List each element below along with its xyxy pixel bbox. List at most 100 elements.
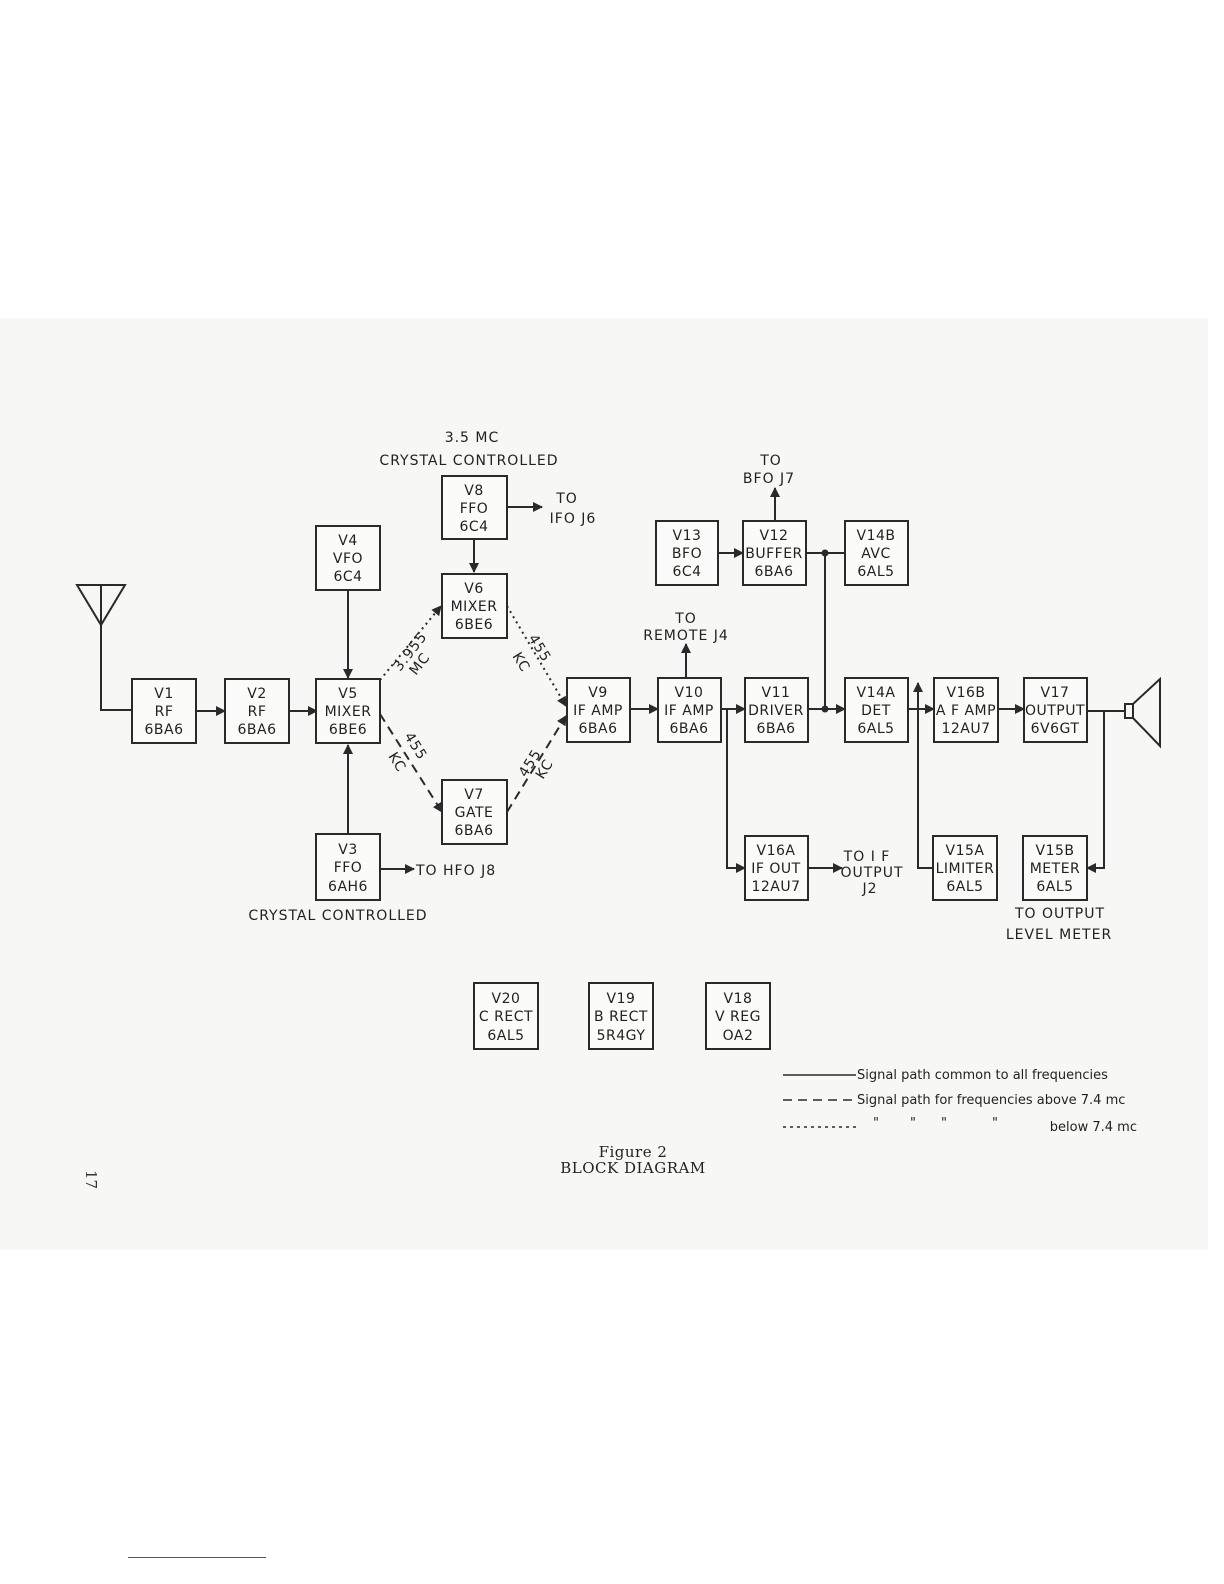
svg-text:FFO: FFO bbox=[334, 860, 363, 876]
box-v5: V5 MIXER 6BE6 bbox=[315, 678, 381, 744]
svg-text:V3: V3 bbox=[338, 842, 357, 858]
svg-text:6V6GT: 6V6GT bbox=[1031, 721, 1080, 737]
label-hfo-j8: TO HFO J8 bbox=[415, 863, 496, 879]
svg-text:V19: V19 bbox=[607, 991, 636, 1007]
box-v16a: V16A IF OUT 12AU7 bbox=[744, 835, 809, 901]
svg-text:6C4: 6C4 bbox=[672, 564, 701, 580]
svg-text:DET: DET bbox=[861, 703, 891, 719]
path-labels: 3.955 MC 455 KC 455 KC 455 KC bbox=[385, 629, 557, 782]
legend-solid: Signal path common to all frequencies bbox=[857, 1068, 1108, 1083]
box-v15a: V15A LIMITER 6AL5 bbox=[932, 835, 998, 901]
box-v15b: V15B METER 6AL5 bbox=[1022, 835, 1088, 901]
svg-text:6BE6: 6BE6 bbox=[455, 617, 493, 633]
svg-text:6BE6: 6BE6 bbox=[329, 722, 367, 738]
svg-text:6BA6: 6BA6 bbox=[455, 823, 494, 839]
scanned-page-background bbox=[0, 318, 1208, 1250]
svg-text:V8: V8 bbox=[464, 483, 483, 499]
legend-ditto-4: " bbox=[992, 1116, 998, 1131]
svg-text:V16A: V16A bbox=[757, 843, 796, 859]
legend-ditto-3: " bbox=[941, 1116, 947, 1131]
svg-text:V2: V2 bbox=[247, 686, 266, 702]
svg-text:6AH6: 6AH6 bbox=[328, 879, 368, 895]
box-v1: V1 RF 6BA6 bbox=[131, 678, 197, 744]
svg-text:V15B: V15B bbox=[1036, 843, 1075, 859]
svg-text:6AL5: 6AL5 bbox=[857, 564, 894, 580]
label-remote-to: TO bbox=[674, 611, 697, 627]
legend-dashed: Signal path for frequencies above 7.4 mc bbox=[857, 1093, 1125, 1108]
box-v3: V3 FFO 6AH6 bbox=[315, 833, 381, 901]
label-kc-v6: KC bbox=[509, 650, 533, 676]
label-top-crystal: CRYSTAL CONTROLLED bbox=[379, 453, 558, 469]
svg-text:V9: V9 bbox=[588, 685, 607, 701]
svg-text:V5: V5 bbox=[338, 686, 357, 702]
svg-text:6AL5: 6AL5 bbox=[487, 1028, 524, 1044]
svg-text:IF AMP: IF AMP bbox=[573, 703, 623, 719]
svg-text:6BA6: 6BA6 bbox=[579, 721, 618, 737]
svg-text:RF: RF bbox=[155, 704, 174, 720]
svg-text:V4: V4 bbox=[338, 533, 357, 549]
svg-text:RF: RF bbox=[248, 704, 267, 720]
figure-number: Figure 2 bbox=[599, 1143, 668, 1161]
svg-text:6BA6: 6BA6 bbox=[670, 721, 709, 737]
svg-text:BUFFER: BUFFER bbox=[745, 546, 803, 562]
box-v11: V11 DRIVER 6BA6 bbox=[744, 677, 809, 743]
svg-text:6AL5: 6AL5 bbox=[946, 879, 983, 895]
svg-text:GATE: GATE bbox=[455, 805, 494, 821]
svg-text:IF OUT: IF OUT bbox=[751, 861, 800, 877]
svg-text:LIMITER: LIMITER bbox=[936, 861, 995, 877]
label-remote-j4: REMOTE J4 bbox=[643, 628, 729, 644]
box-v8: V8 FFO 6C4 bbox=[441, 475, 508, 540]
svg-text:V12: V12 bbox=[760, 528, 789, 544]
svg-text:V11: V11 bbox=[762, 685, 791, 701]
label-bottom-crystal: CRYSTAL CONTROLLED bbox=[248, 908, 427, 924]
label-level-meter-2: LEVEL METER bbox=[1006, 927, 1112, 943]
box-v16b: V16B A F AMP 12AU7 bbox=[933, 677, 999, 743]
box-v4: V4 VFO 6C4 bbox=[315, 525, 381, 591]
figure-title: BLOCK DIAGRAM bbox=[560, 1159, 705, 1177]
svg-text:5R4GY: 5R4GY bbox=[597, 1028, 646, 1044]
box-v19: V19 B RECT 5R4GY bbox=[588, 982, 654, 1050]
box-v12: V12 BUFFER 6BA6 bbox=[742, 520, 807, 586]
svg-text:12AU7: 12AU7 bbox=[941, 721, 990, 737]
svg-text:V16B: V16B bbox=[947, 685, 986, 701]
signal-lines bbox=[196, 487, 1125, 874]
svg-text:IF AMP: IF AMP bbox=[664, 703, 714, 719]
svg-text:V14B: V14B bbox=[857, 528, 896, 544]
svg-text:FFO: FFO bbox=[460, 501, 489, 517]
svg-text:6C4: 6C4 bbox=[459, 519, 488, 535]
label-ifo-j6: IFO J6 bbox=[550, 511, 597, 527]
box-v6: V6 MIXER 6BE6 bbox=[441, 573, 508, 639]
svg-text:VFO: VFO bbox=[333, 551, 363, 567]
legend-dotted: below 7.4 mc bbox=[1050, 1120, 1137, 1135]
svg-text:BFO: BFO bbox=[672, 546, 702, 562]
svg-text:AVC: AVC bbox=[861, 546, 891, 562]
box-v14a: V14A DET 6AL5 bbox=[844, 677, 909, 743]
box-v10: V10 IF AMP 6BA6 bbox=[657, 677, 722, 743]
box-v13: V13 BFO 6C4 bbox=[655, 520, 719, 586]
svg-text:OUTPUT: OUTPUT bbox=[1025, 703, 1085, 719]
svg-text:V10: V10 bbox=[675, 685, 704, 701]
svg-text:MIXER: MIXER bbox=[451, 599, 498, 615]
box-v20: V20 C RECT 6AL5 bbox=[473, 982, 539, 1050]
legend: Signal path common to all frequencies Si… bbox=[783, 1068, 1137, 1135]
svg-text:6C4: 6C4 bbox=[333, 569, 362, 585]
label-455-v5: 455 bbox=[401, 730, 430, 764]
svg-text:V14A: V14A bbox=[857, 685, 896, 701]
svg-text:DRIVER: DRIVER bbox=[748, 703, 804, 719]
svg-text:V17: V17 bbox=[1041, 685, 1070, 701]
svg-text:6BA6: 6BA6 bbox=[755, 564, 794, 580]
svg-text:V REG: V REG bbox=[715, 1009, 761, 1025]
label-if-output-1: TO I F bbox=[843, 849, 891, 865]
frequency-paths bbox=[379, 605, 567, 813]
svg-text:MIXER: MIXER bbox=[325, 704, 372, 720]
page-number: 17 bbox=[82, 1170, 100, 1189]
svg-text:6BA6: 6BA6 bbox=[238, 722, 277, 738]
svg-text:V20: V20 bbox=[492, 991, 521, 1007]
label-top-freq: 3.5 MC bbox=[445, 430, 500, 446]
speaker-icon bbox=[1124, 676, 1161, 749]
label-if-output-3: J2 bbox=[861, 881, 877, 897]
box-v14b: V14B AVC 6AL5 bbox=[844, 520, 909, 586]
box-v2: V2 RF 6BA6 bbox=[224, 678, 290, 744]
svg-text:6BA6: 6BA6 bbox=[145, 722, 184, 738]
